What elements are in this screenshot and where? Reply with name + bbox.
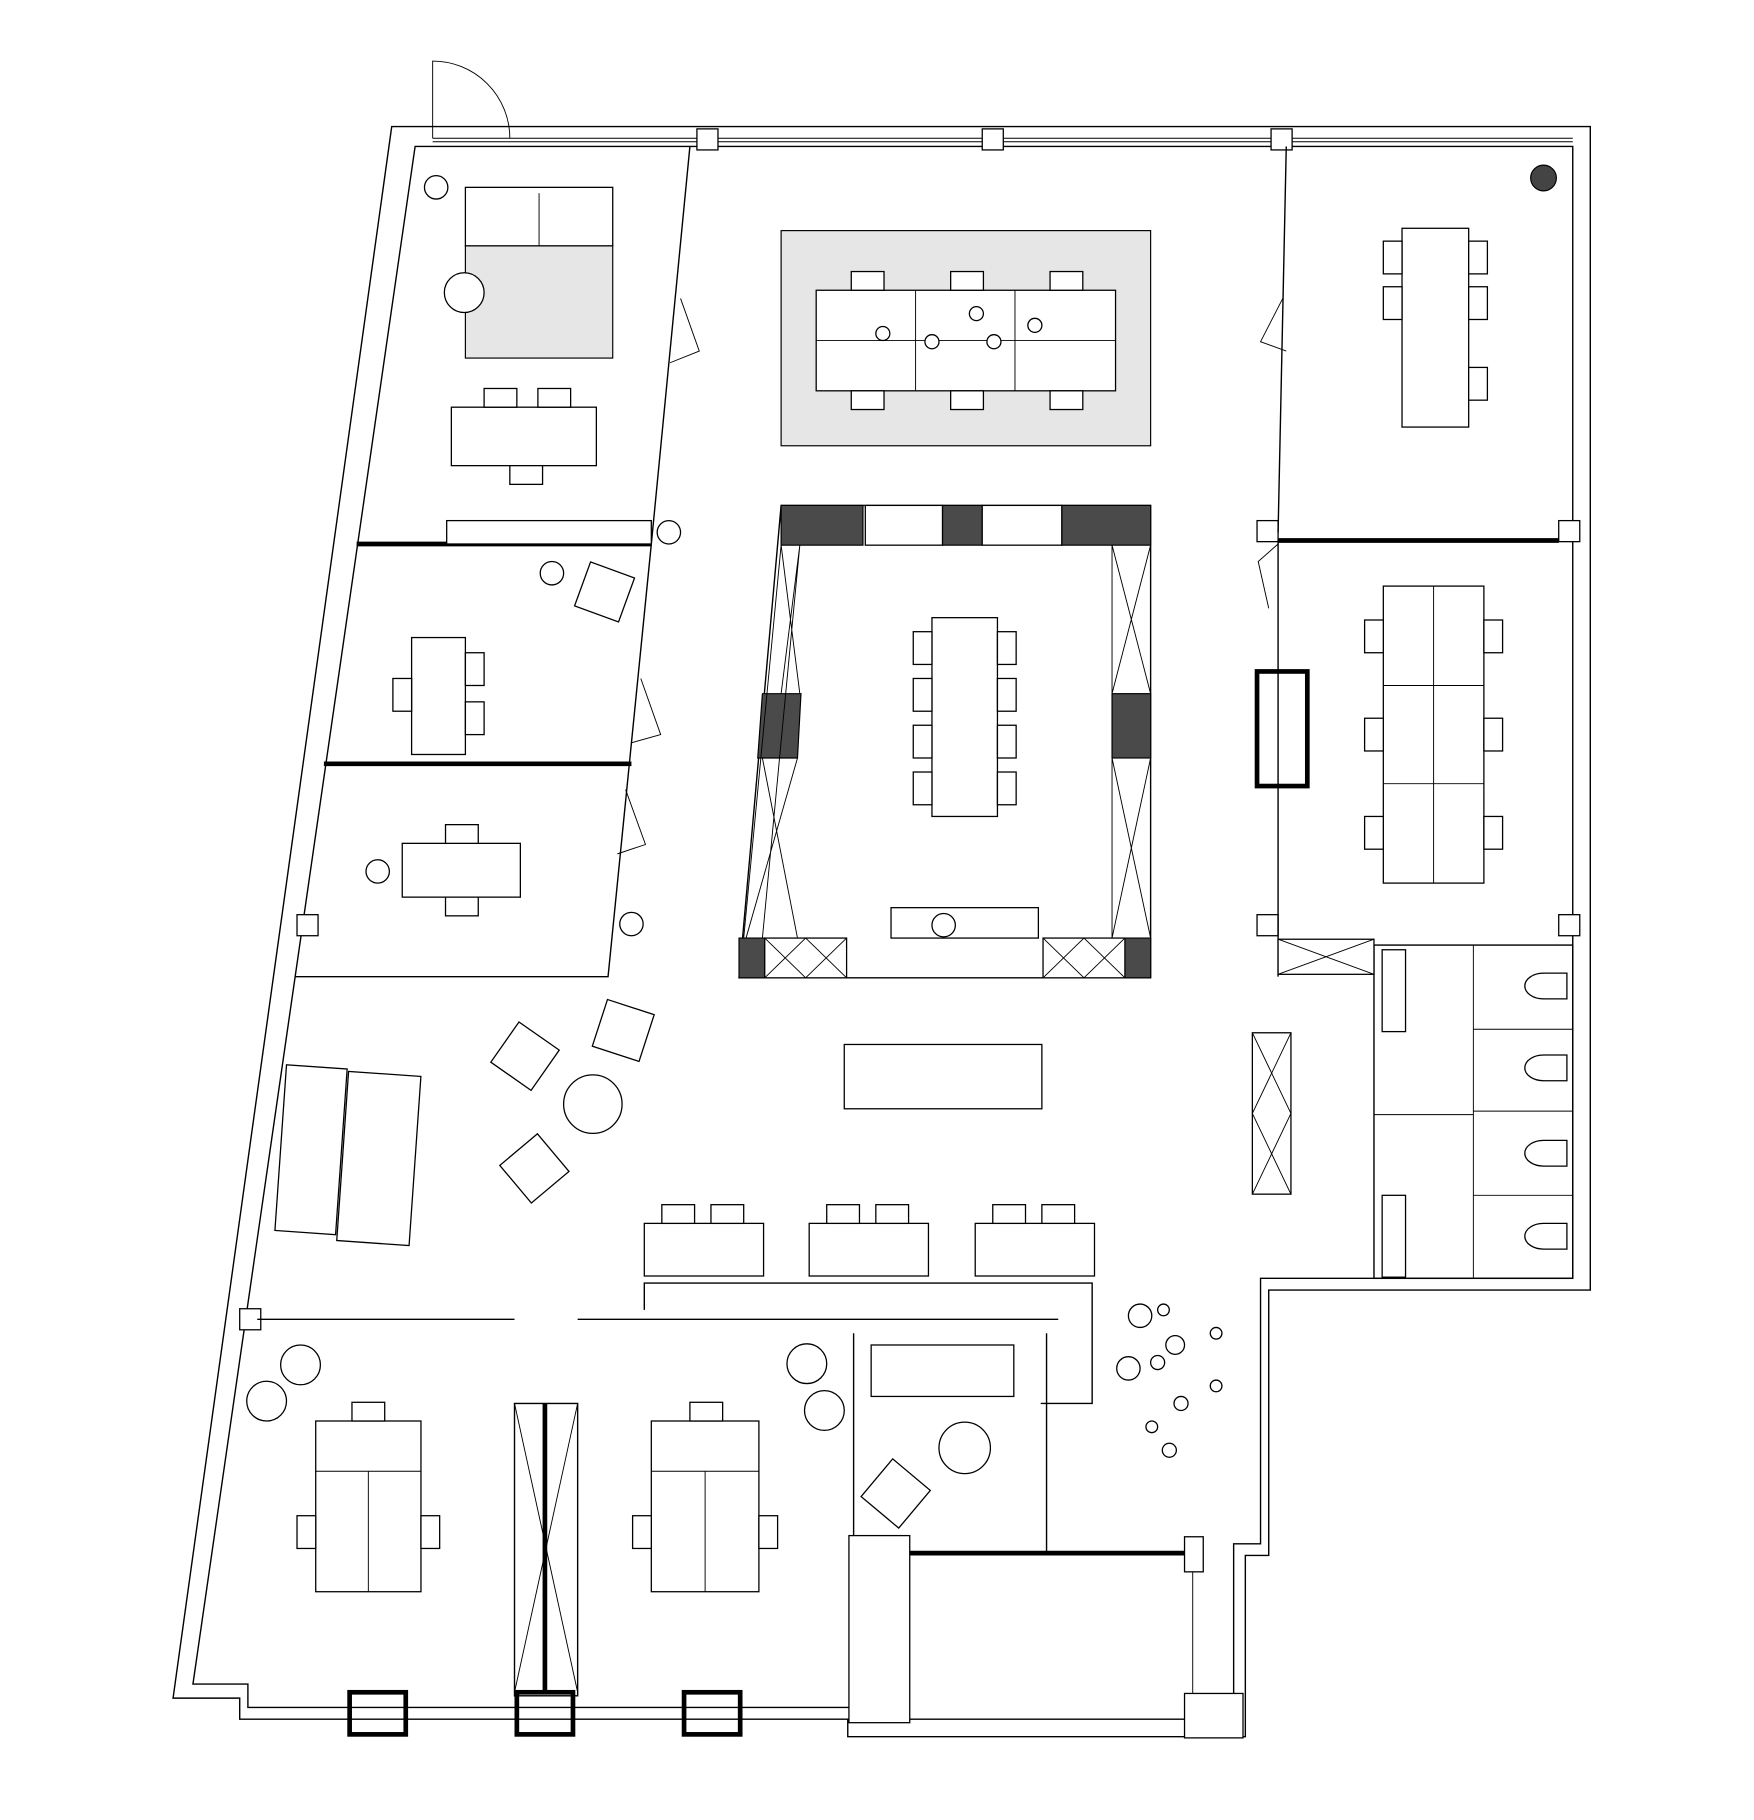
shelving: [1251, 1032, 1292, 1195]
door[interactable]: [669, 298, 700, 364]
island: [843, 1043, 1043, 1110]
conference-table: [931, 617, 999, 818]
workbenches: [643, 1204, 1096, 1277]
armchair: [573, 561, 636, 623]
bed-rug: [464, 245, 614, 359]
credenza: [890, 907, 1040, 939]
partition-wall: [650, 146, 691, 545]
round-table: [562, 1074, 623, 1134]
sofa: [870, 1344, 1015, 1398]
side-table: [443, 272, 485, 314]
entry-door[interactable]: [432, 60, 511, 139]
plant: [423, 175, 449, 200]
long-table: [336, 1070, 422, 1247]
outer-wall: [172, 125, 1591, 1738]
table: [1401, 227, 1470, 428]
table: [450, 406, 598, 467]
bin: [1530, 164, 1557, 192]
toilets: [1524, 972, 1568, 1250]
columns: [239, 128, 1581, 1737]
table: [401, 842, 521, 898]
plants: [875, 305, 1223, 1458]
cabinet: [446, 519, 652, 545]
chairs: [850, 270, 1084, 411]
table: [410, 636, 467, 756]
bench: [274, 1064, 348, 1236]
cabinet: [1254, 669, 1310, 789]
